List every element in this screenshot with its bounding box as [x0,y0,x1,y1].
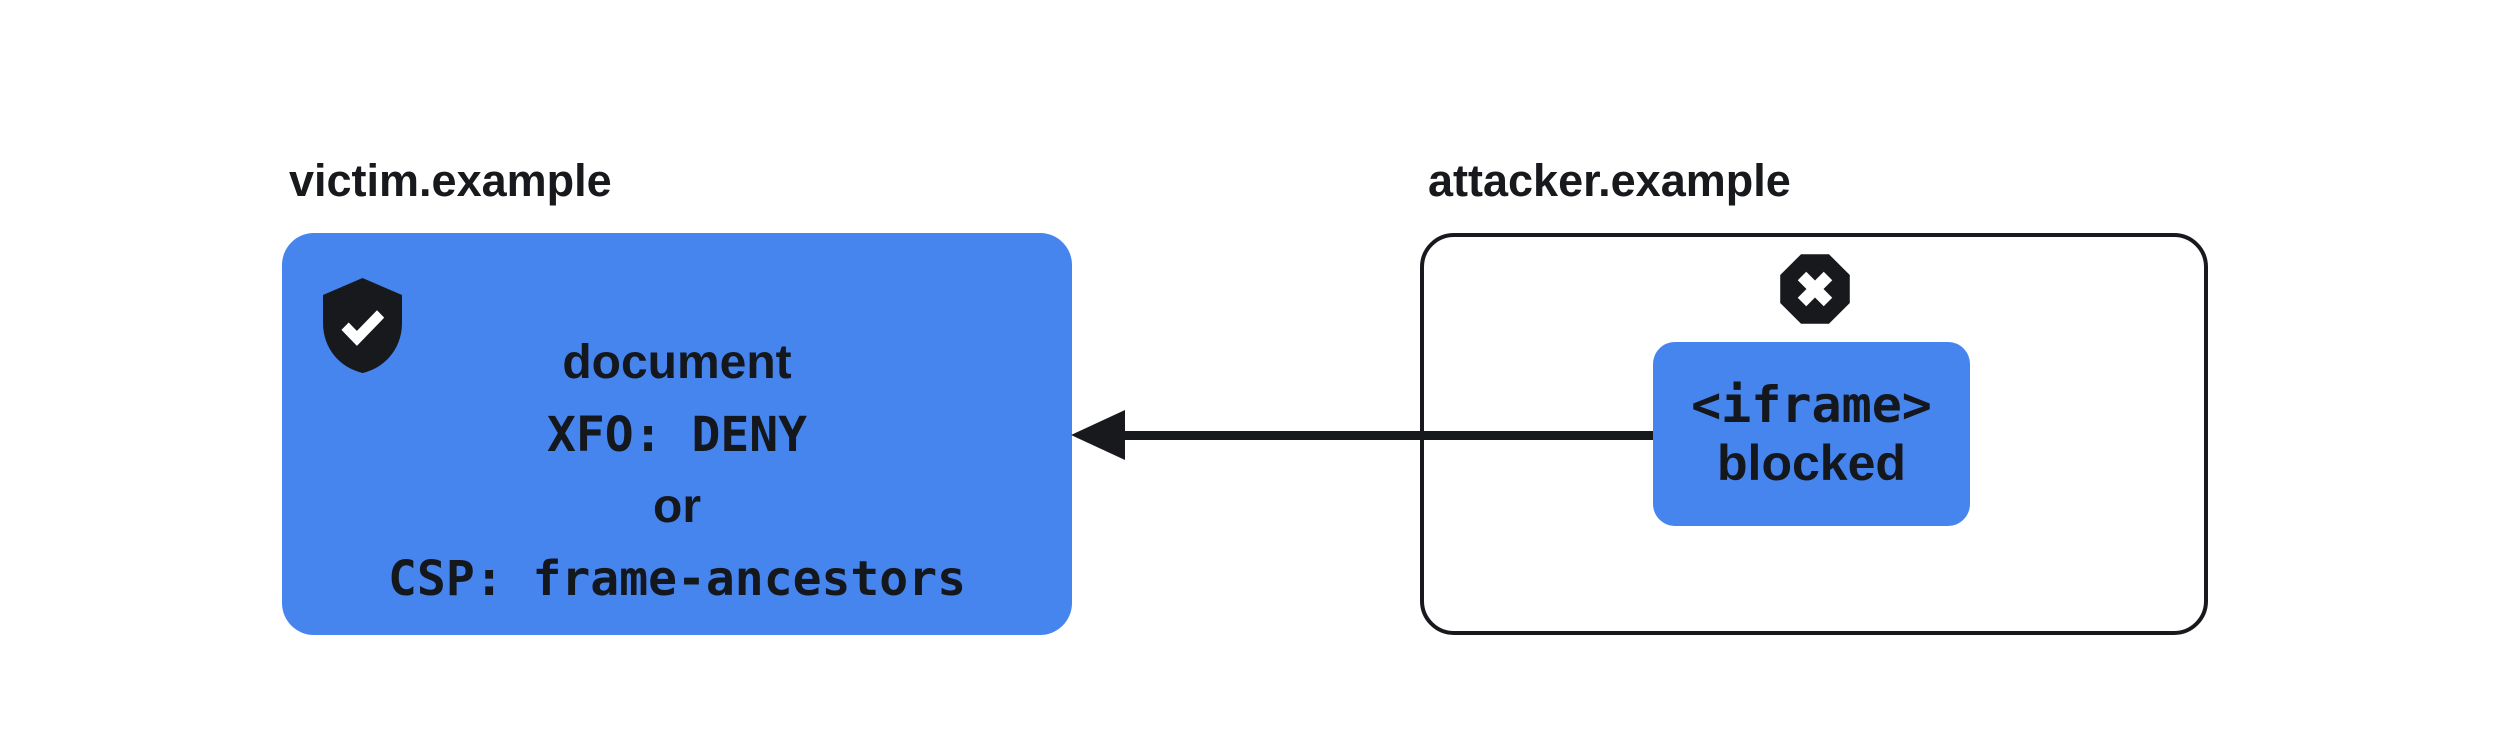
iframe-blocked-text: blocked [1717,435,1906,491]
victim-line-xfo-deny: XFO: DENY [546,407,808,463]
victim-domain-label: victim.example [289,155,612,206]
octagon-x-icon [1776,250,1854,328]
victim-headers-text: document XFO: DENY or CSP: frame-ancesto… [282,327,1072,615]
framing-request-arrow-line [1118,431,1653,440]
framing-request-arrow-head [1071,410,1125,460]
shield-check-icon [323,278,402,373]
blocked-iframe-box: <iframe> blocked [1653,342,1970,526]
victim-line-or: or [653,480,701,533]
victim-document-box: document XFO: DENY or CSP: frame-ancesto… [282,233,1072,635]
victim-line-document: document [562,336,792,389]
iframe-tag-text: <iframe> [1691,376,1932,434]
victim-line-csp-frame-ancestors: CSP: frame-ancestors [388,551,966,607]
attacker-domain-label: attacker.example [1428,155,1791,206]
